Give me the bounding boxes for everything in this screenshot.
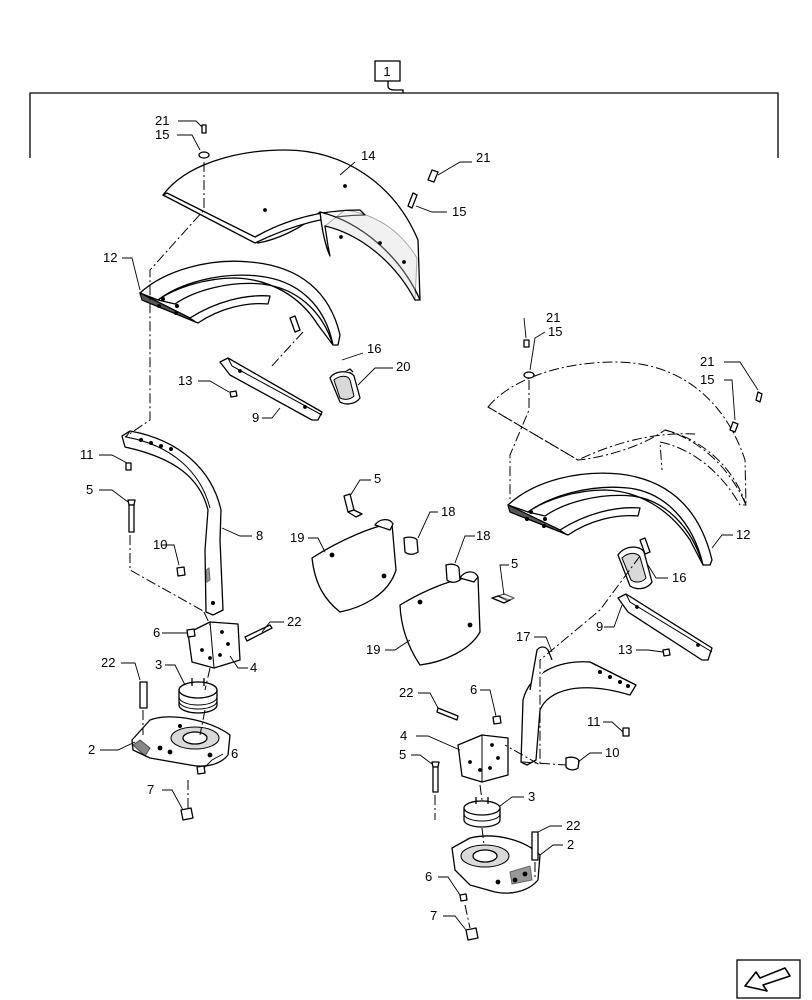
- mount-bracket-right: [457, 734, 509, 783]
- fender-shell-left: [162, 149, 421, 302]
- fender-rail-right: [507, 472, 713, 566]
- callout-21-c: 21: [546, 310, 560, 325]
- fender-shell-right: [487, 361, 747, 506]
- mount-bracket-left: [187, 621, 241, 669]
- callout-16-a: 16: [367, 341, 381, 356]
- clip-left: [329, 368, 361, 405]
- callout-15-a: 15: [155, 127, 169, 142]
- arrow-return-icon[interactable]: [736, 959, 801, 999]
- callout-20: 20: [396, 359, 410, 374]
- callout-11-b: 11: [587, 714, 601, 729]
- callout-4-a: 4: [250, 660, 257, 675]
- callout-2-b: 2: [567, 837, 574, 852]
- callout-13-b: 13: [618, 642, 632, 657]
- callout-17: 17: [516, 629, 530, 644]
- isolator-right: [463, 797, 501, 828]
- callout-9-b: 9: [596, 619, 603, 634]
- callout-12-a: 12: [103, 250, 117, 265]
- callout-5-b: 5: [374, 471, 381, 486]
- callout-22-d: 22: [566, 818, 580, 833]
- support-arm-right: [520, 646, 637, 766]
- callout-14: 14: [361, 148, 375, 163]
- callout-21-d: 21: [700, 354, 714, 369]
- callout-6-b: 6: [231, 746, 238, 761]
- assembly-bracket: 1: [29, 60, 779, 158]
- callout-7-b: 7: [430, 908, 437, 923]
- callout-12-b: 12: [736, 527, 750, 542]
- callout-18-a: 18: [441, 504, 455, 519]
- support-arm-left: [121, 430, 224, 616]
- callout-2-a: 2: [88, 742, 95, 757]
- mud-flap-left: [311, 518, 397, 613]
- mud-flap-right-panel: [399, 571, 481, 666]
- callout-11-a: 11: [80, 447, 94, 462]
- callout-21-a: 21: [155, 113, 169, 128]
- leaders: [99, 120, 759, 931]
- callout-13-a: 13: [178, 373, 192, 388]
- callout-19-a: 19: [290, 530, 304, 545]
- callout-5-a: 5: [86, 482, 93, 497]
- callout-9-a: 9: [252, 410, 259, 425]
- base-casting-left: [131, 716, 231, 767]
- callout-21-b: 21: [476, 150, 490, 165]
- callout-3-a: 3: [155, 657, 162, 672]
- strap-right: [617, 593, 713, 661]
- isolator-left: [178, 678, 218, 714]
- callout-6-a: 6: [153, 625, 160, 640]
- callout-16-b: 16: [672, 570, 686, 585]
- callout-22-b: 22: [101, 655, 115, 670]
- callout-8: 8: [256, 528, 263, 543]
- fender-rail-left: [139, 260, 341, 346]
- callout-5-c: 5: [511, 556, 518, 571]
- callout-7-a: 7: [147, 782, 154, 797]
- strap-left: [219, 357, 323, 421]
- hardware-left: [125, 124, 439, 821]
- right-fender-assembly: [431, 339, 763, 941]
- callout-3-b: 3: [528, 789, 535, 804]
- callout-18-b: 18: [476, 528, 490, 543]
- callout-15-d: 15: [700, 372, 714, 387]
- hardware-right: [431, 339, 763, 941]
- callout-22-a: 22: [287, 614, 301, 629]
- callout-15-c: 15: [548, 324, 562, 339]
- callout-10-b: 10: [605, 745, 619, 760]
- alignment-lines: [124, 162, 641, 929]
- callout-6-d: 6: [425, 869, 432, 884]
- callout-4-b: 4: [400, 728, 407, 743]
- callout-22-c: 22: [399, 685, 413, 700]
- base-casting-right: [451, 835, 541, 894]
- callout-5-d: 5: [399, 747, 406, 762]
- callouts: 21 15 14 21 15 12 16 20 13 9 11 5 8 10 5…: [80, 113, 750, 923]
- clip-right: [617, 546, 653, 590]
- assembly-ref-label: 1: [383, 64, 390, 79]
- callout-15-b: 15: [452, 204, 466, 219]
- callout-6-c: 6: [470, 682, 477, 697]
- callout-10-a: 10: [153, 537, 167, 552]
- callout-19-b: 19: [366, 642, 380, 657]
- left-fender-assembly: [121, 124, 481, 821]
